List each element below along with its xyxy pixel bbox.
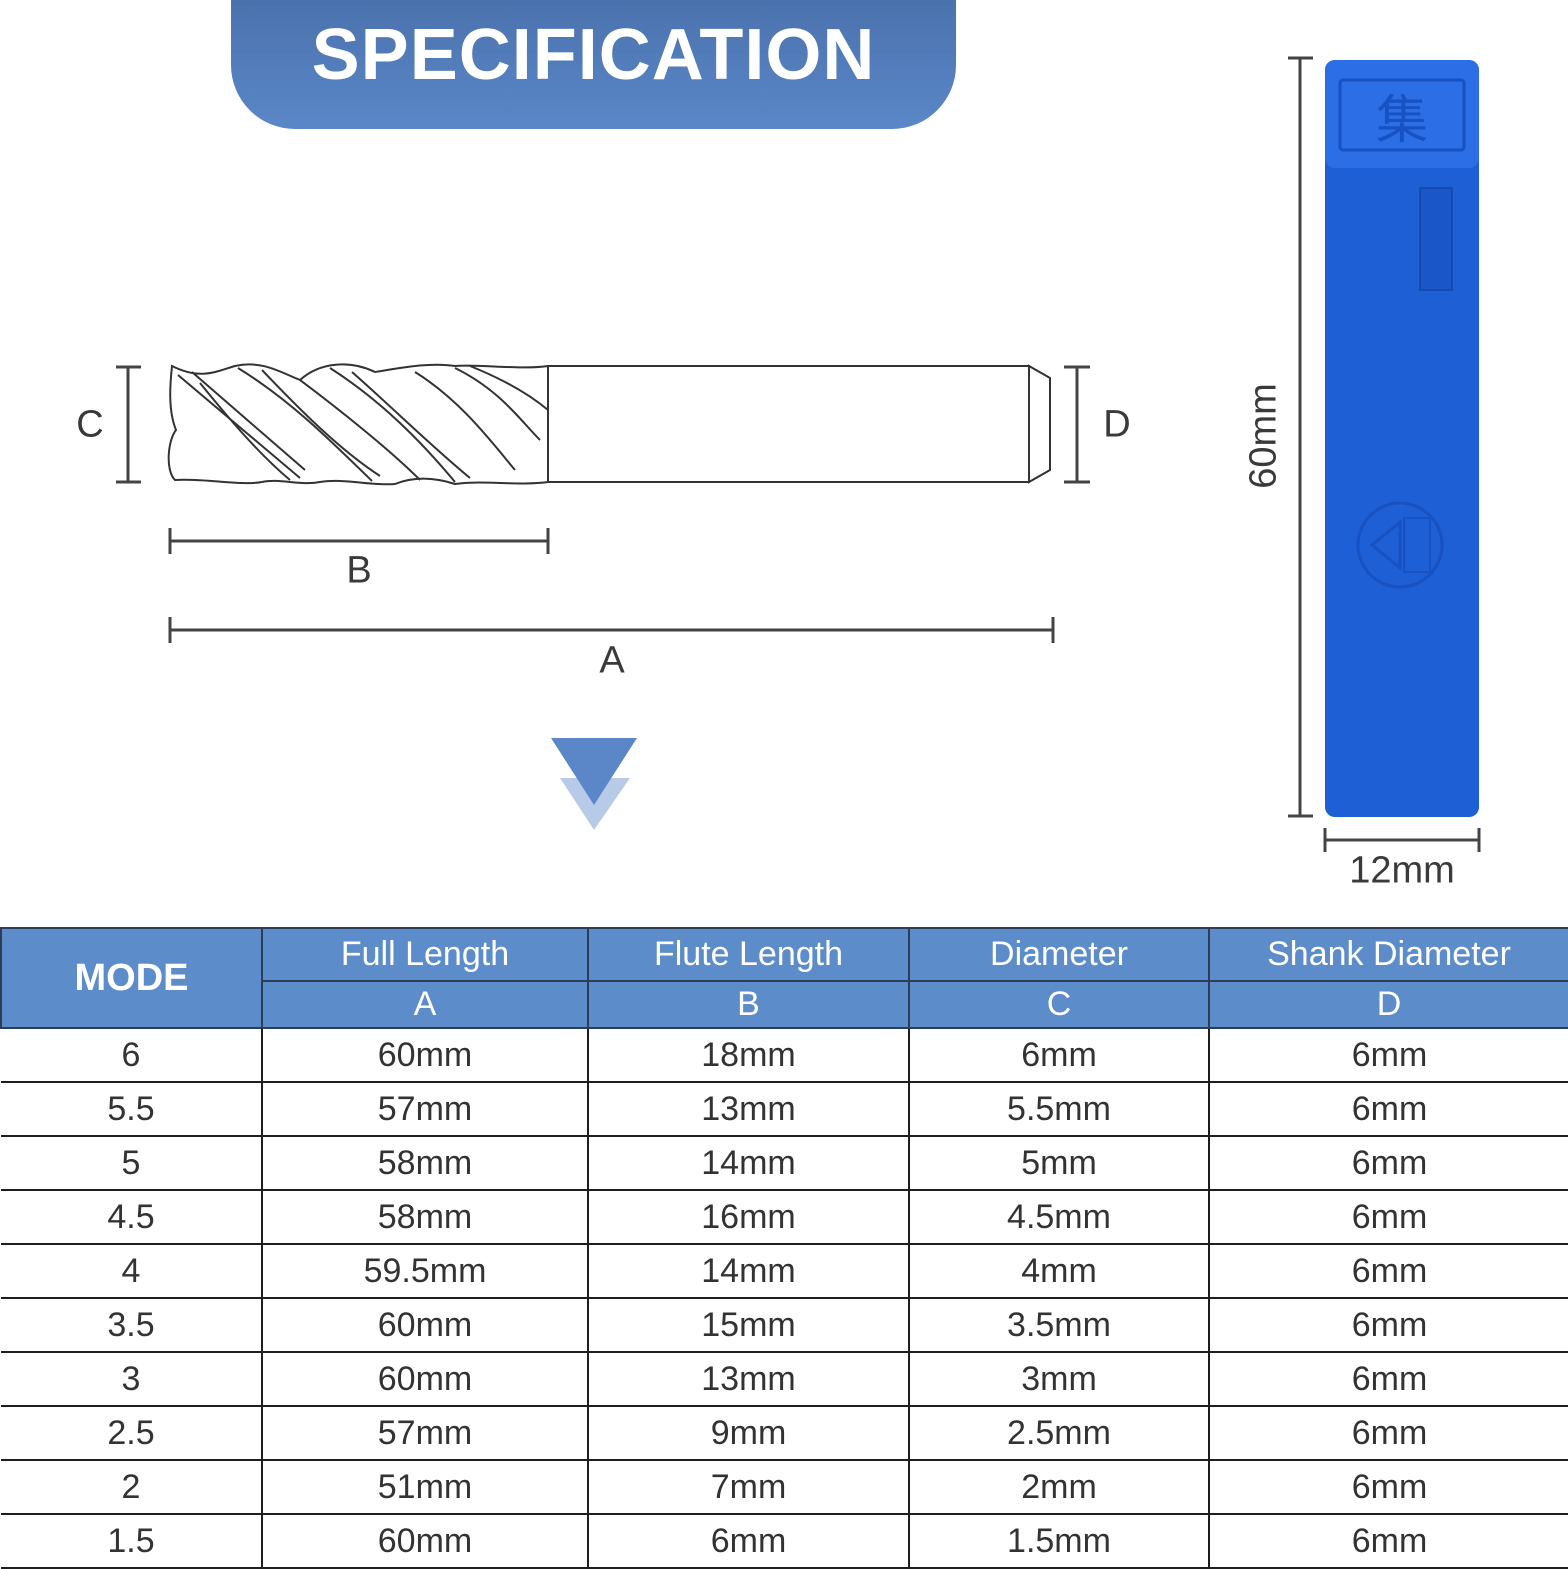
cell-shank-diameter: 6mm: [1208, 1514, 1568, 1569]
dimension-width-bracket: [1323, 828, 1481, 852]
table-row: 4.5 58mm 16mm 4.5mm 6mm: [1, 1190, 1568, 1245]
cell-diameter: 2.5mm: [908, 1406, 1209, 1461]
cell-flute-length: 15mm: [587, 1298, 909, 1353]
cell-diameter: 1.5mm: [908, 1514, 1209, 1569]
cell-mode: 2: [1, 1460, 262, 1515]
cell-diameter: 4.5mm: [908, 1190, 1209, 1245]
cell-flute-length: 7mm: [587, 1460, 909, 1515]
cell-diameter: 5.5mm: [908, 1082, 1209, 1137]
blue-storage-case: 集: [1325, 60, 1479, 817]
down-arrow-icon: [551, 738, 637, 830]
cell-shank-diameter: 6mm: [1208, 1298, 1568, 1353]
cell-full-length: 57mm: [261, 1406, 588, 1461]
cell-full-length: 60mm: [261, 1352, 588, 1407]
cell-mode: 4.5: [1, 1190, 262, 1245]
table-row: 4 59.5mm 14mm 4mm 6mm: [1, 1244, 1568, 1299]
cell-flute-length: 6mm: [587, 1514, 909, 1569]
cell-full-length: 60mm: [261, 1028, 588, 1083]
cell-shank-diameter: 6mm: [1208, 1190, 1568, 1245]
cell-full-length: 58mm: [261, 1136, 588, 1191]
end-mill-shank: [547, 364, 1051, 484]
dimension-a-line: [168, 617, 1055, 643]
header-letter-a: A: [261, 980, 589, 1029]
cell-mode: 3.5: [1, 1298, 262, 1353]
table-row: 3.5 60mm 15mm 3.5mm 6mm: [1, 1298, 1568, 1353]
header-full-length: Full Length: [261, 927, 589, 982]
table-row: 2.5 57mm 9mm 2.5mm 6mm: [1, 1406, 1568, 1461]
cell-mode: 4: [1, 1244, 262, 1299]
cell-full-length: 60mm: [261, 1514, 588, 1569]
table-row: 3 60mm 13mm 3mm 6mm: [1, 1352, 1568, 1407]
label-b: B: [346, 549, 372, 592]
cell-full-length: 60mm: [261, 1298, 588, 1353]
label-c: C: [76, 403, 104, 446]
cell-full-length: 59.5mm: [261, 1244, 588, 1299]
table-row: 2 51mm 7mm 2mm 6mm: [1, 1460, 1568, 1515]
cell-flute-length: 18mm: [587, 1028, 909, 1083]
header-letter-b: B: [587, 980, 910, 1029]
label-height-60mm: 60mm: [1242, 383, 1285, 489]
cell-shank-diameter: 6mm: [1208, 1028, 1568, 1083]
cell-mode: 1.5: [1, 1514, 262, 1569]
cell-full-length: 58mm: [261, 1190, 588, 1245]
cell-flute-length: 14mm: [587, 1244, 909, 1299]
cell-diameter: 2mm: [908, 1460, 1209, 1515]
cell-diameter: 6mm: [908, 1028, 1209, 1083]
cell-shank-diameter: 6mm: [1208, 1082, 1568, 1137]
specification-banner: SPECIFICATION: [231, 0, 956, 129]
header-letter-c: C: [908, 980, 1210, 1029]
cell-flute-length: 16mm: [587, 1190, 909, 1245]
dimension-height-bracket: [1288, 56, 1313, 818]
header-letter-d: D: [1208, 980, 1568, 1029]
cell-diameter: 3mm: [908, 1352, 1209, 1407]
cell-shank-diameter: 6mm: [1208, 1244, 1568, 1299]
cell-mode: 5.5: [1, 1082, 262, 1137]
cell-mode: 5: [1, 1136, 262, 1191]
label-width-12mm: 12mm: [1349, 849, 1455, 892]
cell-flute-length: 9mm: [587, 1406, 909, 1461]
header-flute-length: Flute Length: [587, 927, 910, 982]
cell-mode: 3: [1, 1352, 262, 1407]
dimension-d-bracket: [1064, 365, 1090, 484]
banner-title: SPECIFICATION: [311, 14, 876, 95]
end-mill-drawing: 集: [116, 56, 1481, 852]
header-shank-diameter: Shank Diameter: [1208, 927, 1568, 982]
case-emblem-glyph: 集: [1376, 91, 1428, 151]
specification-table: MODE Full Length Flute Length Diameter S…: [0, 927, 1568, 1569]
dimension-b-line: [168, 528, 550, 554]
table-row: 6 60mm 18mm 6mm 6mm: [1, 1028, 1568, 1083]
cell-mode: 6: [1, 1028, 262, 1083]
table-row: 1.5 60mm 6mm 1.5mm 6mm: [1, 1514, 1568, 1569]
table-row: 5 58mm 14mm 5mm 6mm: [1, 1136, 1568, 1191]
dimension-c-bracket: [116, 365, 141, 484]
table-header: MODE Full Length Flute Length Diameter S…: [0, 927, 1568, 1029]
end-mill-flutes: [167, 363, 549, 486]
cell-shank-diameter: 6mm: [1208, 1406, 1568, 1461]
cell-shank-diameter: 6mm: [1208, 1460, 1568, 1515]
label-d: D: [1103, 403, 1131, 446]
header-diameter: Diameter: [908, 927, 1210, 982]
cell-full-length: 57mm: [261, 1082, 588, 1137]
cell-diameter: 4mm: [908, 1244, 1209, 1299]
label-a: A: [599, 639, 625, 682]
case-logo-icon: [1356, 501, 1444, 589]
cell-full-length: 51mm: [261, 1460, 588, 1515]
header-mode: MODE: [0, 927, 263, 1029]
cell-shank-diameter: 6mm: [1208, 1352, 1568, 1407]
cell-flute-length: 14mm: [587, 1136, 909, 1191]
table-row: 5.5 57mm 13mm 5.5mm 6mm: [1, 1082, 1568, 1137]
cell-shank-diameter: 6mm: [1208, 1136, 1568, 1191]
cell-flute-length: 13mm: [587, 1082, 909, 1137]
cell-flute-length: 13mm: [587, 1352, 909, 1407]
cell-diameter: 5mm: [908, 1136, 1209, 1191]
cell-mode: 2.5: [1, 1406, 262, 1461]
cell-diameter: 3.5mm: [908, 1298, 1209, 1353]
